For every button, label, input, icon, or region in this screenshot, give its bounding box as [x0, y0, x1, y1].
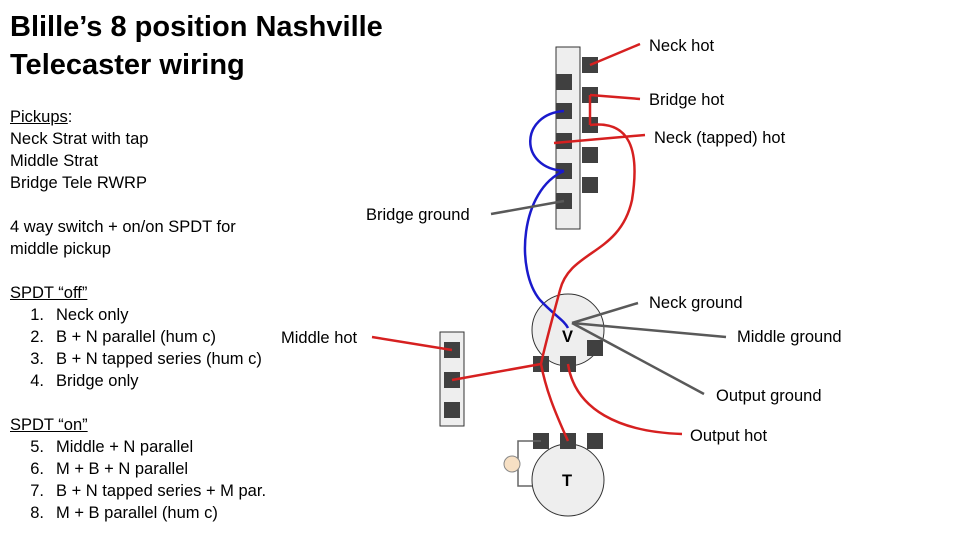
pot-lug — [587, 340, 603, 356]
list-item-number: 8. — [30, 504, 44, 522]
ground-wire — [571, 321, 705, 396]
switch-lug — [582, 177, 598, 193]
pickups-heading-text: Pickups — [10, 108, 68, 126]
label-middle-hot: Middle hot — [281, 329, 358, 347]
notes-panel: Pickups: Neck Strat with tap Middle Stra… — [10, 106, 266, 524]
list-item-text: B + N tapped series (hum c) — [56, 350, 262, 368]
jumper-wire — [529, 109, 565, 173]
label-bridge-ground: Bridge ground — [366, 206, 470, 224]
list-item-text: M + B parallel (hum c) — [56, 504, 218, 522]
pickup-item: Neck Strat with tap — [10, 130, 149, 148]
list-item: 7. B + N tapped series + M par. — [10, 480, 266, 502]
label-output-ground: Output ground — [716, 387, 822, 405]
switch-note-line: middle pickup — [10, 240, 111, 258]
ground-wire — [571, 301, 639, 325]
list-item-number: 1. — [30, 306, 44, 324]
list-item: 1. Neck only — [10, 304, 266, 326]
list-item: 6. M + B + N parallel — [10, 458, 266, 480]
spdt-lug — [444, 402, 460, 418]
hot-wire — [539, 363, 570, 442]
switch-lug — [582, 147, 598, 163]
switch-lug — [556, 74, 572, 90]
ground-wire — [571, 321, 727, 339]
jumper-wire — [523, 169, 570, 329]
page-title: Blille’s 8 position Nashville Telecaster… — [10, 8, 383, 84]
list-item: 4. Bridge only — [10, 370, 266, 392]
capacitor — [503, 455, 521, 473]
hot-wire — [451, 362, 542, 382]
list-item: 8. M + B parallel (hum c) — [10, 502, 266, 524]
list-item-number: 2. — [30, 328, 44, 346]
list-item-number: 4. — [30, 372, 44, 390]
list-item-number: 5. — [30, 438, 44, 456]
label-neck-hot: Neck hot — [649, 37, 715, 55]
pickup-item: Bridge Tele RWRP — [10, 174, 147, 192]
list-item: 3. B + N tapped series (hum c) — [10, 348, 266, 370]
list-item-number: 6. — [30, 460, 44, 478]
hot-wire — [553, 133, 646, 145]
list-item-text: B + N parallel (hum c) — [56, 328, 217, 346]
title-line-2: Telecaster wiring — [10, 49, 245, 81]
list-item-text: Neck only — [56, 306, 129, 324]
pickups-heading: Pickups: — [10, 106, 266, 128]
title-line-1: Blille’s 8 position Nashville — [10, 11, 383, 43]
list-item-text: M + B + N parallel — [56, 460, 189, 478]
hot-wire — [371, 335, 453, 352]
hot-wire — [589, 42, 641, 67]
list-item-number: 7. — [30, 482, 44, 500]
list-item-text: Middle + N parallel — [56, 438, 194, 456]
label-output-hot: Output hot — [690, 427, 767, 445]
list-item: 5. Middle + N parallel — [10, 436, 266, 458]
pickups-heading-colon: : — [67, 108, 73, 126]
label-neck-tapped-hot: Neck (tapped) hot — [654, 129, 786, 147]
list-item-text: B + N tapped series + M par. — [56, 482, 267, 500]
label-middle-ground: Middle ground — [737, 328, 842, 346]
hot-wire — [566, 363, 683, 436]
spdt-on-list: 5. Middle + N parallel 6. M + B + N parall… — [10, 436, 266, 524]
pickup-item: Middle Strat — [10, 152, 99, 170]
label-neck-ground: Neck ground — [649, 294, 743, 312]
spdt-on-heading: SPDT “on” — [10, 416, 88, 434]
spdt-off-list: 1. Neck only 2. B + N parallel (hum c) 3. B… — [10, 304, 266, 392]
list-item-number: 3. — [30, 350, 44, 368]
label-bridge-hot: Bridge hot — [649, 91, 725, 109]
list-item-text: Bridge only — [56, 372, 139, 390]
switch-note-line: 4 way switch + on/on SPDT for — [10, 218, 236, 236]
pot-lug — [587, 433, 603, 449]
hot-wire — [539, 123, 636, 365]
ground-wire — [490, 199, 565, 216]
spdt-off-heading: SPDT “off” — [10, 284, 88, 302]
tone-pot-label: T — [562, 472, 572, 490]
hot-wire — [589, 93, 641, 101]
volume-pot-label: V — [562, 328, 573, 346]
list-item: 2. B + N parallel (hum c) — [10, 326, 266, 348]
